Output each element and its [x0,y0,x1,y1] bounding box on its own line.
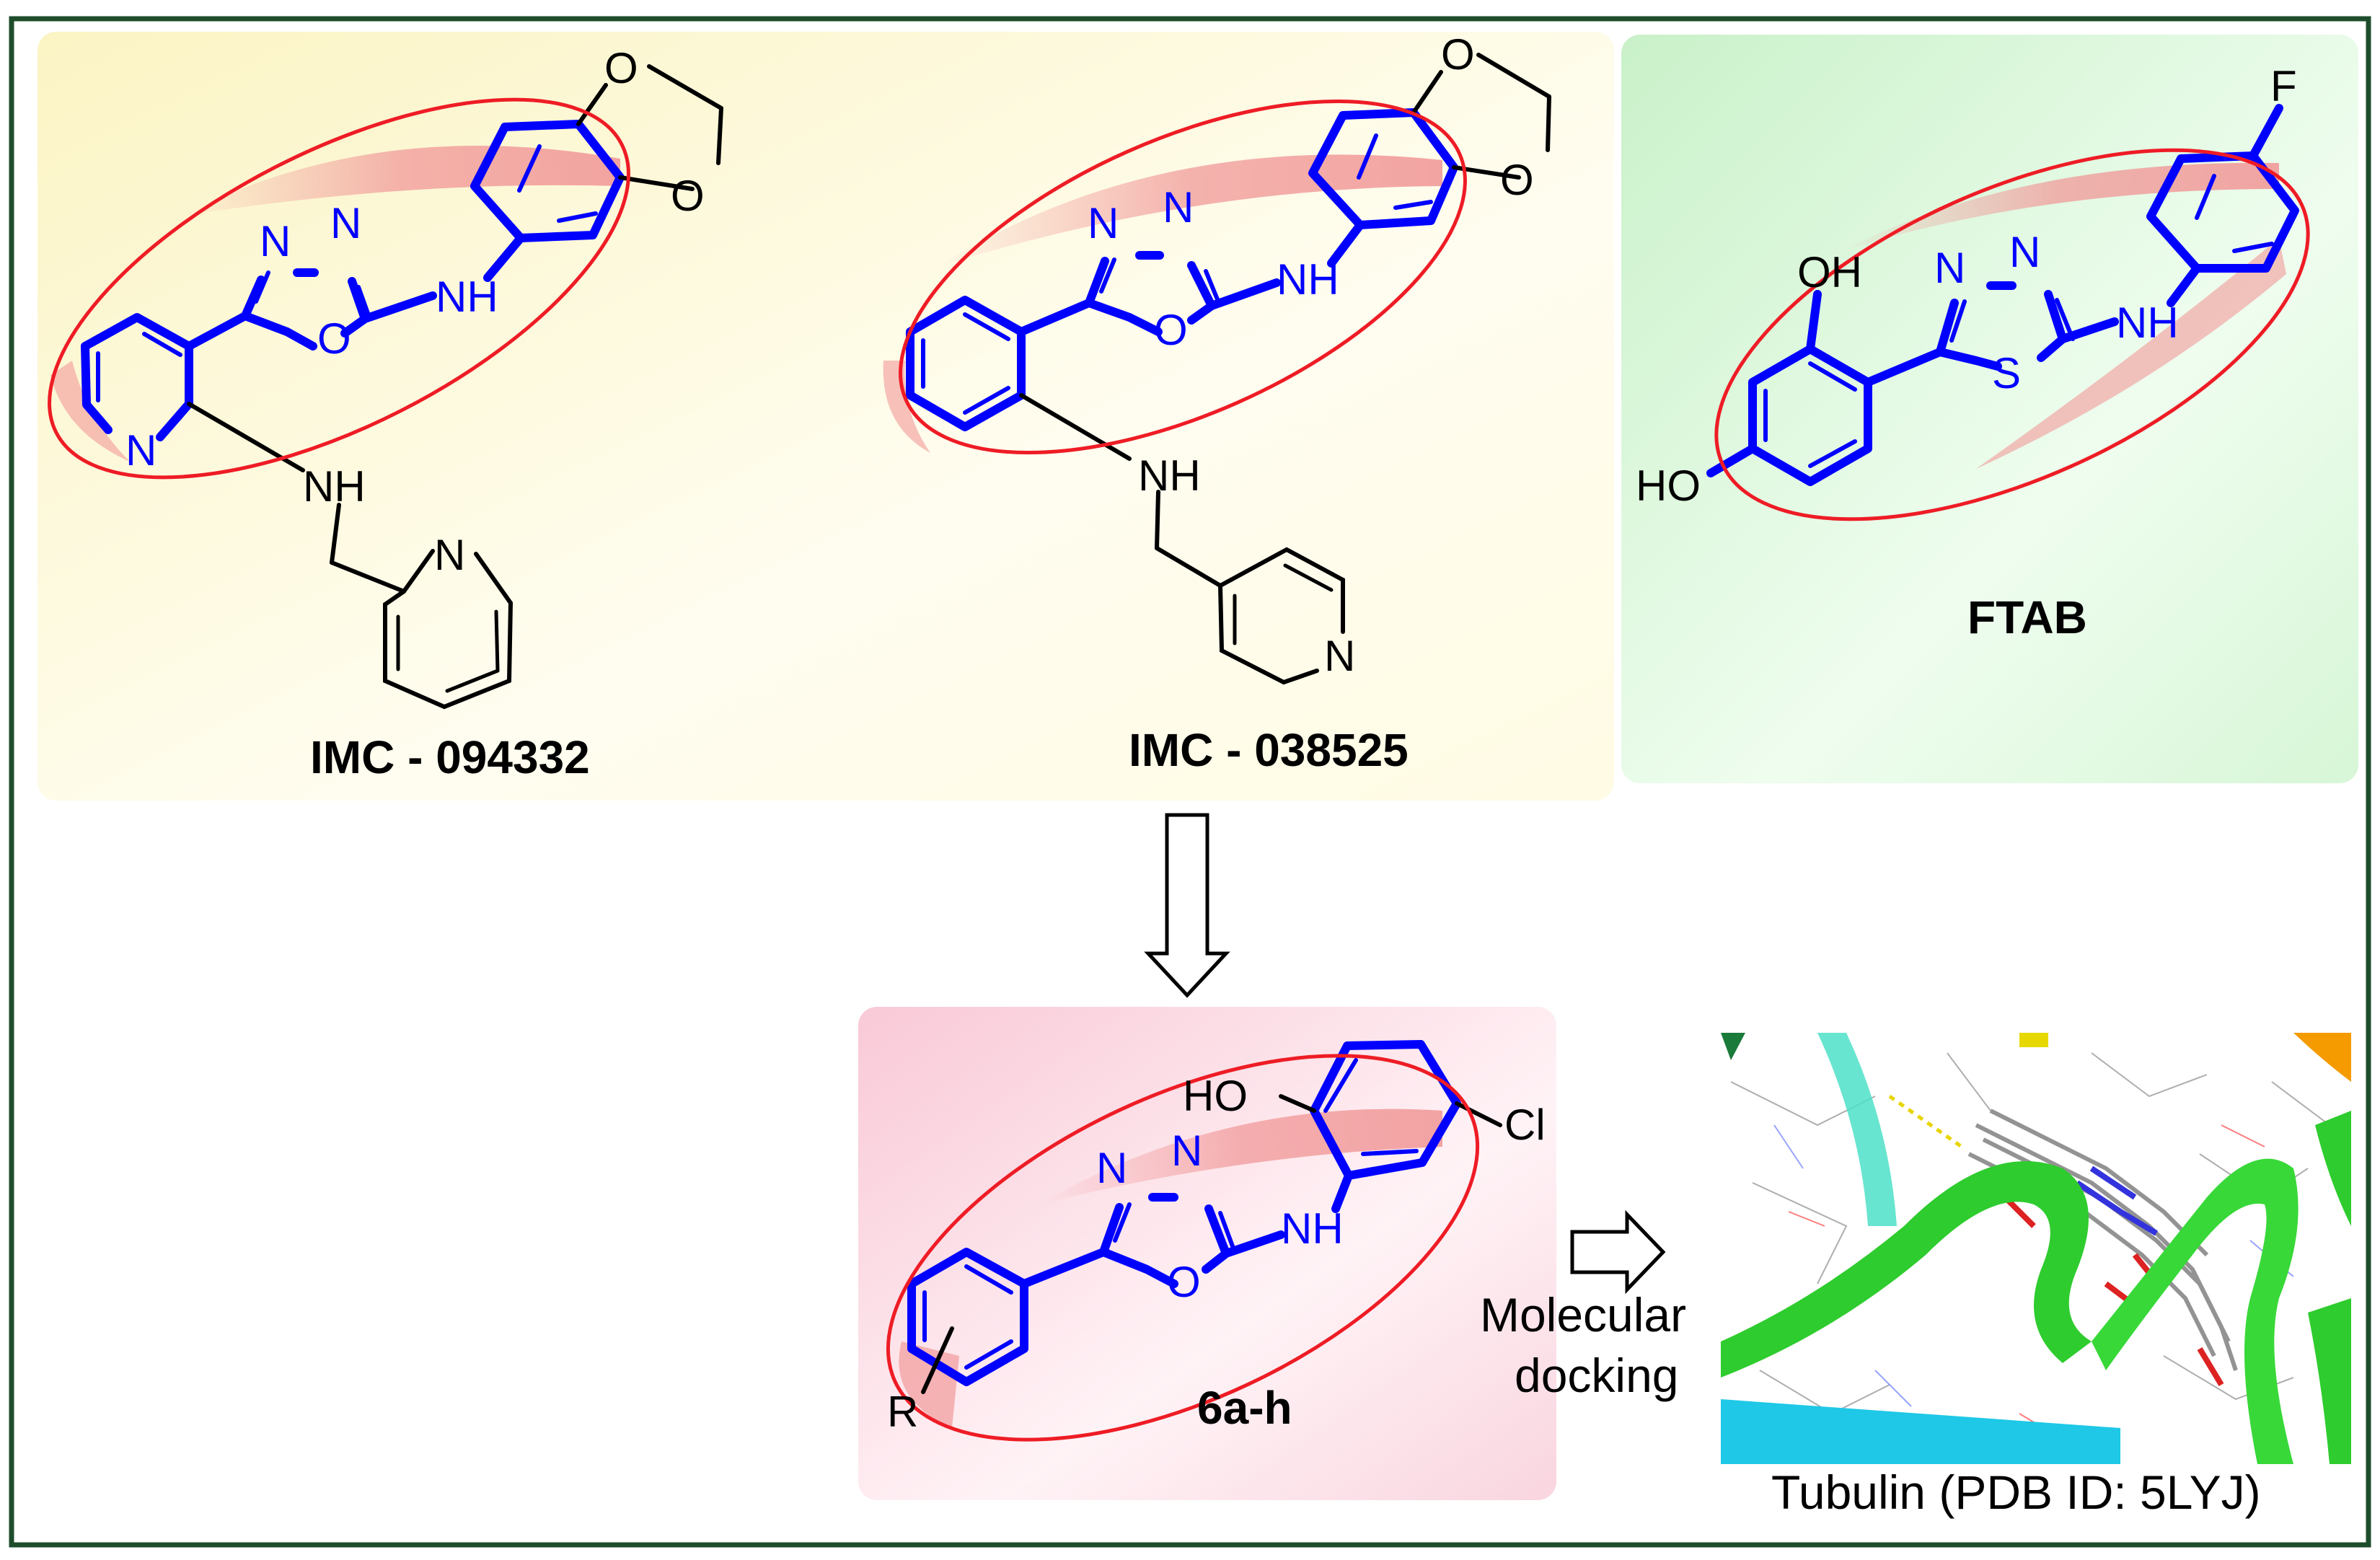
atom-nh: NH [2116,299,2179,347]
pharmacophore-ellipse [899,99,1467,455]
atom-ho: HO [1183,1072,1248,1120]
pharmacophore-ellipse [48,97,630,480]
atom-nh: NH [1281,1204,1344,1253]
atom-s: S [1992,349,2021,397]
compound-name: 6a-h [1197,1382,1292,1434]
atom-nh: NH [436,273,498,321]
atom-n: N [330,199,361,247]
atom-o: O [671,172,705,220]
atom-n: N [1163,183,1194,232]
compound-name: FTAB [1967,591,2087,643]
docking-label-line1: Molecular [1480,1288,1686,1341]
atom-n: N [260,217,291,265]
highlight-band [899,1341,959,1428]
atom-cl: Cl [1504,1101,1546,1149]
atom-nh: NH [1277,255,1339,304]
atom-oh: OH [1797,248,1862,296]
atom-n: N [1171,1127,1202,1175]
highlight-band [1039,1109,1442,1204]
design-arrow-down [1144,813,1230,998]
compound-6a-h: HO Cl N N O NH R 6a-h [886,1040,1546,1442]
tubulin-caption: Tubulin (PDB ID: 5LYJ) [1771,1466,2261,1519]
docking-label-line2: docking [1515,1349,1679,1402]
highlight-band [1976,238,2286,469]
atom-o: O [1441,30,1475,79]
compound-name: IMC - 038525 [1129,724,1409,776]
tubulin-docking-image [1721,1033,2351,1464]
docking-arrow-right [1570,1209,1666,1295]
atom-n: N [434,531,465,579]
atom-n: N [1088,199,1119,247]
panel-imc [38,32,1614,801]
compound-name: IMC - 094332 [310,731,590,783]
pharmacophore-ellipse [1714,148,2310,521]
panel-ftab [1621,35,2358,783]
atom-o: O [317,314,351,363]
atom-o: O [604,44,638,92]
atom-o: O [1167,1258,1201,1306]
highlight-band [883,361,930,453]
atom-o: O [1154,306,1188,354]
atom-f: F [2270,62,2297,110]
atom-n: N [1934,244,1965,292]
atom-nh: NH [303,462,366,511]
compound-imc-094332: N N O NH N NH N O O IMC - 094332 [48,44,723,783]
compound-imc-038525: N N O NH NH N O O IMC - 038525 [883,30,1551,776]
highlight-band [180,146,620,216]
atom-nh: NH [1138,451,1201,500]
atom-n: N [1324,632,1355,680]
atom-n: N [125,426,157,475]
pharmacophore-ellipse [886,1054,1480,1442]
compound-ftab: F OH HO N N S NH FTAB [1636,62,2310,643]
atom-r: R [887,1388,918,1436]
atom-n: N [2009,228,2040,276]
atom-o: O [1500,156,1534,204]
atom-oh: HO [1636,462,1701,510]
atom-n: N [1096,1144,1127,1192]
